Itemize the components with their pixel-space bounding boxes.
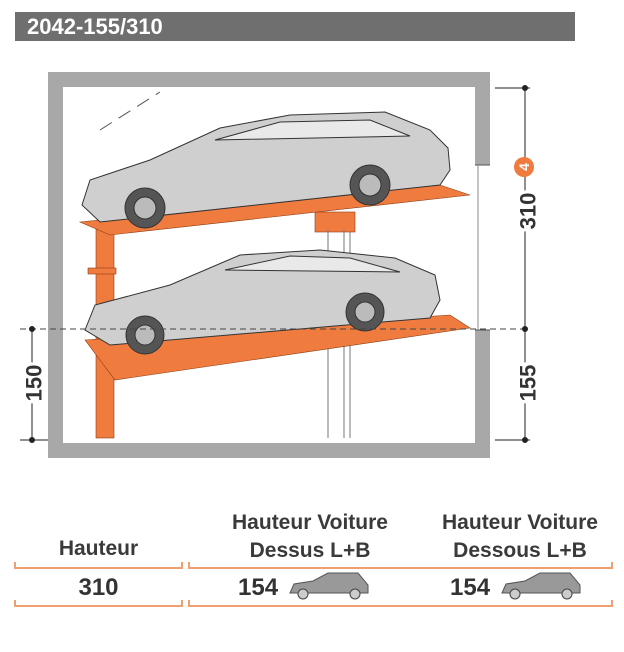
col-label-upper-line2: Dessus L+B <box>249 539 371 562</box>
value-upper-car-height: 154 <box>238 574 279 601</box>
lower-car <box>84 249 441 355</box>
note-badge-number: 4 <box>516 163 532 171</box>
ramp-line <box>99 91 161 131</box>
col-label-lower-line2: Dessous L+B <box>453 539 587 562</box>
col-label-upper-line1: Hauteur Voiture <box>232 511 388 534</box>
upper-car <box>81 111 451 229</box>
table-rules <box>14 562 613 607</box>
value-hauteur: 310 <box>78 574 119 601</box>
dim-total-height: 310 <box>515 190 542 232</box>
station-wagon-icon <box>501 572 581 600</box>
dim-lower-left: 150 <box>21 362 48 404</box>
station-wagon-icon <box>289 572 369 600</box>
dim-lower-right: 155 <box>515 362 542 404</box>
col-label-lower-line1: Hauteur Voiture <box>442 511 598 534</box>
col-label-hauteur: Hauteur <box>58 537 139 560</box>
value-lower-car-height: 154 <box>450 574 491 601</box>
model-title: 2042-155/310 <box>15 12 575 41</box>
note-badge <box>514 157 534 177</box>
